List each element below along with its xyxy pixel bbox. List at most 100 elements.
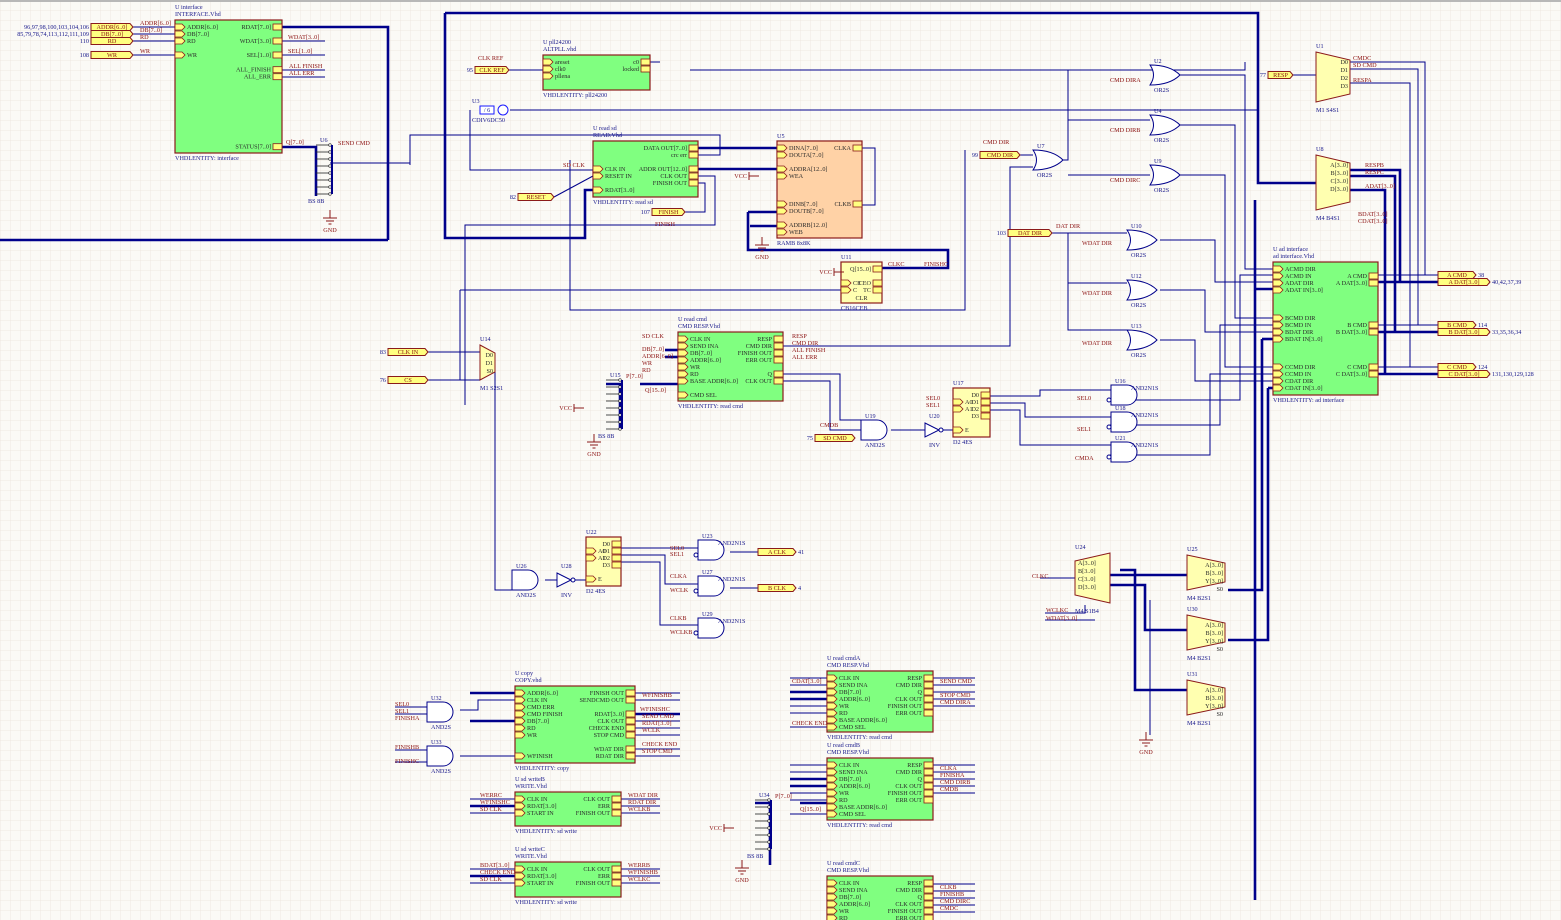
- net-label: SEL1: [926, 402, 940, 409]
- pin-marker: [826, 900, 838, 908]
- mux-pin-label: A[3..0]: [1330, 162, 1348, 169]
- net-label: FINISHA: [395, 715, 420, 722]
- pin-label: pllena: [555, 73, 570, 80]
- mux-pin-label: C[3..0]: [1078, 576, 1096, 583]
- signal-wire: [1045, 605, 1086, 614]
- port-shape: [757, 548, 797, 556]
- and-gate-symbol: [860, 419, 888, 441]
- gate-type: OR2S: [1131, 352, 1147, 359]
- pin-label: ADAT IN[3..0]: [1285, 287, 1323, 294]
- signal-wire: [1110, 274, 1273, 401]
- gate-designator: U12: [1131, 273, 1142, 280]
- ground-icon: [735, 860, 749, 875]
- block-file-name: WRITE.Vhd: [515, 783, 548, 790]
- port-adat[interactable]: A DAT[3..0]40,42,37,39: [1437, 278, 1521, 287]
- port-pin-numbers: 82: [510, 194, 516, 201]
- block-body: [826, 670, 934, 733]
- pin-marker: [826, 893, 838, 901]
- port-bdat[interactable]: B DAT[3..0]33,35,36,34: [1437, 328, 1521, 337]
- port-addr[interactable]: ADDR[6..0]96,97,98,100,103,104,106: [24, 23, 134, 32]
- signal-wire: [464, 175, 716, 405]
- bus-switch-type: BS 8B: [747, 853, 763, 860]
- port-label: C DAT[3..0]: [1448, 371, 1479, 378]
- net-label: CMD DIRA: [1110, 77, 1141, 84]
- port-cdat[interactable]: C DAT[3..0]131,130,129,128: [1437, 370, 1534, 379]
- pin-label: CLKA: [834, 145, 851, 152]
- net-label: RESP: [792, 333, 807, 340]
- pin-marker: [611, 809, 622, 817]
- mux-pin-label: D[3..0]: [1078, 584, 1096, 591]
- port-pin-numbers: 95: [467, 67, 473, 74]
- pin-marker: [773, 377, 784, 385]
- port-db[interactable]: DB[7..0]85,79,78,74,113,112,111,109: [17, 30, 134, 39]
- pin-label: FINISH OUT: [653, 180, 687, 187]
- pin-label: Q: [918, 776, 923, 783]
- pin-marker: [826, 789, 838, 797]
- net-label: ALL FINISH: [289, 63, 323, 70]
- signal-wire: [1350, 68, 1419, 325]
